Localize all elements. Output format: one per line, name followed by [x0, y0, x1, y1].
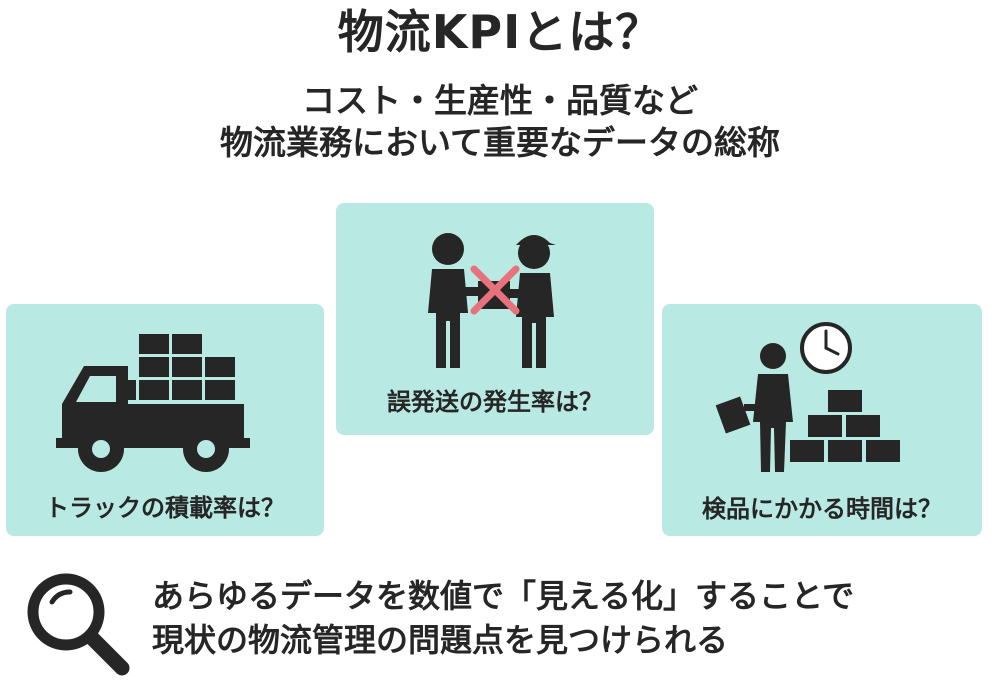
package-handover-icon — [428, 233, 556, 368]
card-truck-loading-rate: トラックの積載率は？ — [6, 304, 324, 536]
page-title: 物流KPIとは？ — [337, 5, 663, 59]
cross-mark-icon — [470, 265, 520, 315]
subtitle-line-2: 物流業務において重要なデータの総称 — [219, 123, 780, 162]
card-label: トラックの積載率は？ — [45, 494, 285, 522]
inspector-icon — [715, 322, 900, 472]
magnifier-icon — [27, 573, 130, 676]
card-inspection-time: 検品にかかる時間は？ — [662, 304, 982, 536]
subtitle: コスト・生産性・品質など 物流業務において重要なデータの総称 — [0, 80, 1000, 164]
conclusion-text: あらゆるデータを数値で「見える化」することで 現状の物流管理の問題点を見つけられ… — [152, 574, 992, 662]
conclusion-line-2: 現状の物流管理の問題点を見つけられる — [152, 621, 729, 659]
card-label: 誤発送の発生率は？ — [387, 388, 603, 416]
conclusion-line-1: あらゆるデータを数値で「見える化」することで — [152, 577, 855, 615]
card-label: 検品にかかる時間は？ — [702, 495, 942, 523]
truck-icon — [56, 334, 250, 472]
clock-icon — [800, 322, 852, 374]
subtitle-line-1: コスト・生産性・品質など — [302, 81, 698, 120]
card-misdelivery-rate: 誤発送の発生率は？ — [336, 203, 654, 435]
